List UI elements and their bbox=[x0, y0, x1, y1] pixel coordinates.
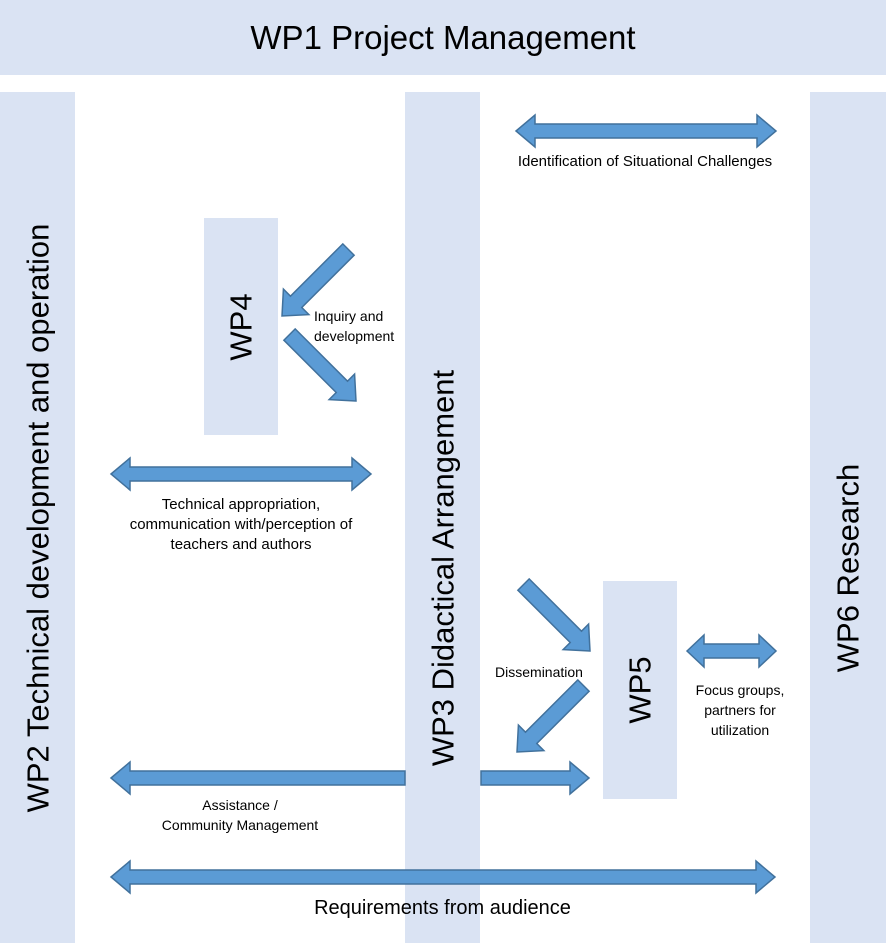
wp4-box: WP4 bbox=[204, 218, 278, 435]
situational-label: Identification of Situational Challenges bbox=[517, 153, 773, 170]
assistance-left-arrow bbox=[109, 760, 406, 796]
inquiry-label: Inquiry and development bbox=[314, 308, 395, 344]
requirements-double-arrow bbox=[109, 859, 777, 895]
wp1-banner: WP1 Project Management bbox=[0, 0, 886, 75]
technical-label: Technical appropriation, communication w… bbox=[129, 496, 353, 553]
dissemination-out-arrow bbox=[516, 678, 591, 753]
dissemination-in-arrow bbox=[516, 577, 591, 652]
situational-double-arrow bbox=[514, 113, 778, 149]
wp5-box: WP5 bbox=[603, 581, 677, 799]
technical-double-arrow bbox=[109, 456, 373, 492]
focus-double-arrow bbox=[685, 633, 778, 669]
assistance-right-arrow bbox=[480, 760, 591, 796]
inquiry-in-arrow bbox=[281, 242, 356, 317]
wp6-column: WP6 Research bbox=[810, 92, 886, 943]
wp2-column: WP2 Technical development and operation bbox=[0, 92, 75, 943]
requirements-label: Requirements from audience bbox=[314, 897, 571, 919]
wp3-column: WP3 Didactical Arrangement bbox=[405, 92, 480, 943]
wp1-title: WP1 Project Management bbox=[250, 19, 636, 56]
assistance-label: Assistance / Community Management bbox=[161, 797, 319, 833]
inquiry-out-arrow bbox=[282, 327, 357, 402]
focus-label: Focus groups, partners for utilization bbox=[695, 682, 785, 738]
dissemination-label: Dissemination bbox=[495, 664, 583, 680]
